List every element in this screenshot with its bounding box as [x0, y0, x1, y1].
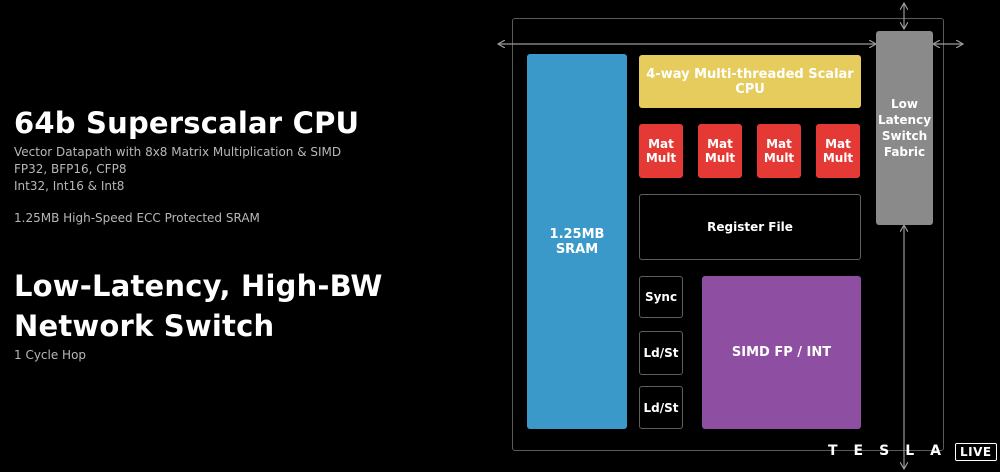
switch-title-line1: Low-Latency, High-BW — [14, 269, 383, 303]
ldst-block: Ld/St — [639, 331, 683, 375]
cpu-title: 64b Superscalar CPU — [14, 106, 360, 140]
switch-title-line2: Network Switch — [14, 309, 275, 343]
sync-block: Sync — [639, 276, 683, 318]
tesla-logo: TESLA — [828, 443, 957, 459]
cpu-detail-2: FP32, BFP16, CFP8 — [14, 162, 127, 176]
tile-outline — [512, 18, 944, 451]
switch-fabric-block: Low Latency Switch Fabric — [876, 31, 933, 225]
mat-mult-block: Mat Mult — [757, 124, 801, 178]
cpu-detail-3: Int32, Int16 & Int8 — [14, 179, 125, 193]
live-badge: LIVE — [955, 443, 997, 461]
cpu-detail-1: Vector Datapath with 8x8 Matrix Multipli… — [14, 145, 342, 159]
sram-block: 1.25MB SRAM — [527, 54, 627, 429]
mat-mult-block: Mat Mult — [639, 124, 683, 178]
mat-mult-block: Mat Mult — [816, 124, 860, 178]
simd-block: SIMD FP / INT — [702, 276, 861, 429]
mat-mult-block: Mat Mult — [698, 124, 742, 178]
scalar-cpu-block: 4-way Multi-threaded Scalar CPU — [639, 55, 861, 108]
register-file-block: Register File — [639, 194, 861, 260]
ldst-block: Ld/St — [639, 386, 683, 429]
switch-note: 1 Cycle Hop — [14, 348, 87, 362]
sram-note: 1.25MB High-Speed ECC Protected SRAM — [14, 211, 260, 225]
